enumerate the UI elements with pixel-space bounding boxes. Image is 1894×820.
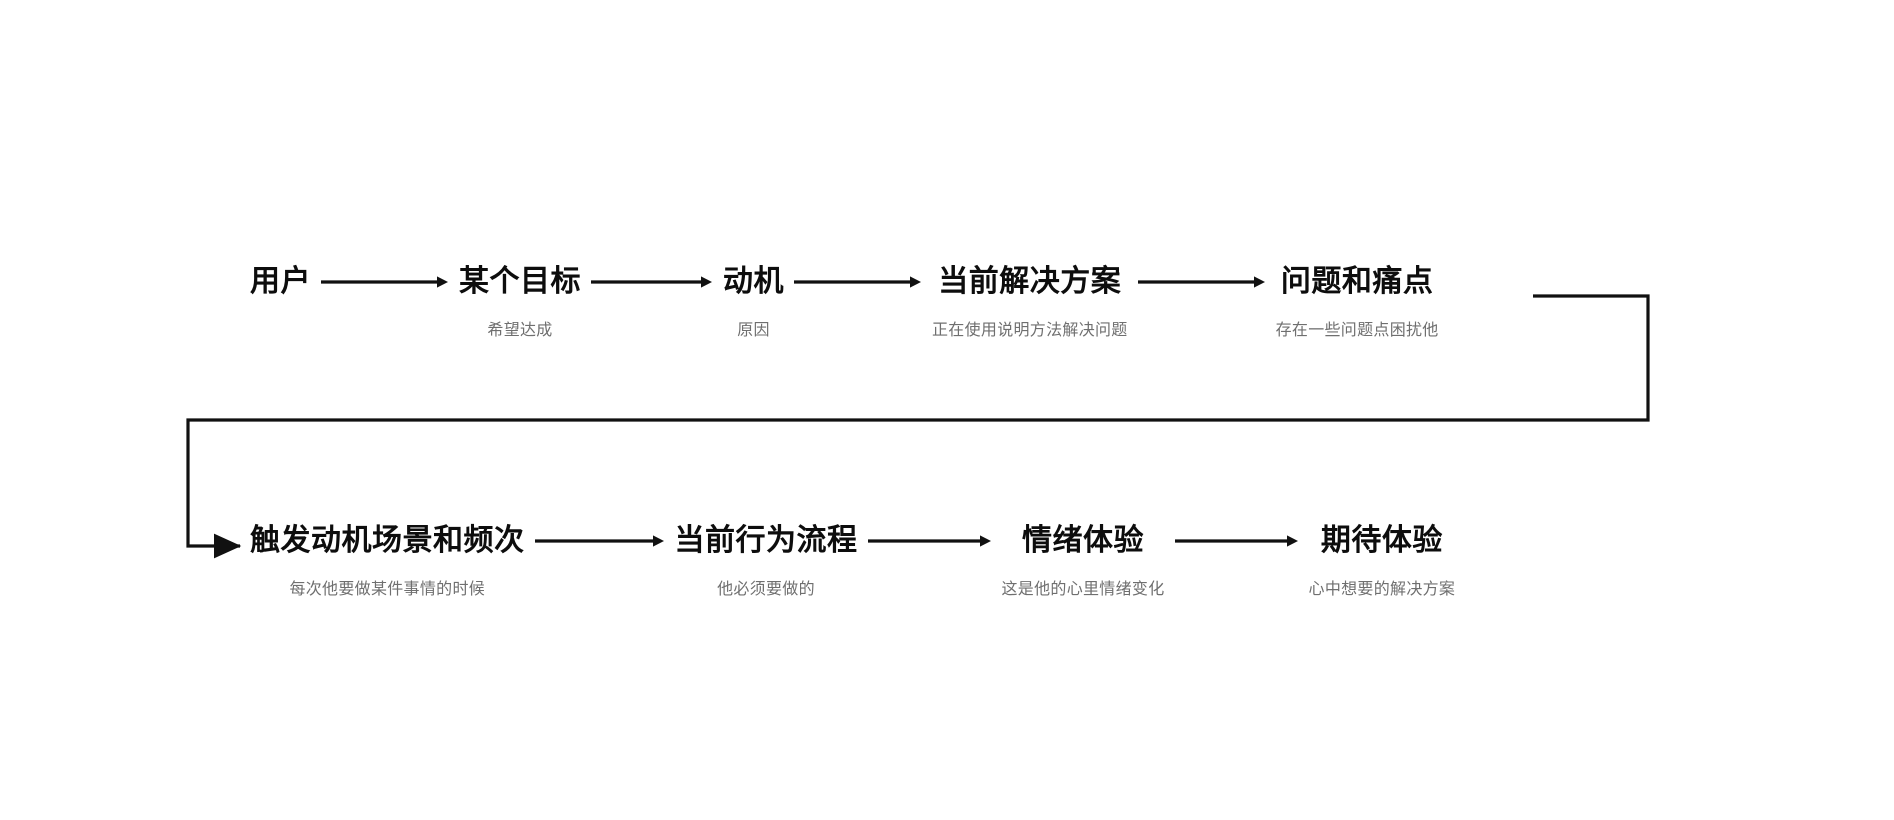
flow-row-top: 用户 某个目标 希望达成 动机 原因 — [250, 262, 1439, 342]
node-title: 期待体验 — [1320, 524, 1443, 557]
node-motivation[interactable]: 动机 原因 — [723, 262, 784, 342]
flow-row-bottom: 触发动机场景和频次 每次他要做某件事情的时候 当前行为流程 他必须要做的 情绪体… — [250, 521, 1455, 601]
node-problems-painpoints[interactable]: 问题和痛点 存在一些问题点困扰他 — [1276, 262, 1439, 342]
node-title: 触发动机场景和频次 — [250, 524, 525, 557]
node-current-behavior-flow[interactable]: 当前行为流程 他必须要做的 — [675, 521, 858, 601]
node-caption: 心中想要的解决方案 — [1308, 581, 1456, 598]
node-emotional-experience[interactable]: 情绪体验 这是他的心里情绪变化 — [1002, 521, 1165, 601]
arrow-right-icon — [1165, 521, 1309, 561]
arrow-right-icon — [525, 521, 675, 561]
node-title: 问题和痛点 — [1280, 265, 1434, 298]
node-caption: 正在使用说明方法解决问题 — [932, 322, 1128, 339]
node-title: 某个目标 — [459, 265, 581, 298]
node-trigger-scenario-frequency[interactable]: 触发动机场景和频次 每次他要做某件事情的时候 — [250, 521, 525, 601]
node-title: 当前行为流程 — [674, 524, 858, 557]
node-current-solution[interactable]: 当前解决方案 正在使用说明方法解决问题 — [932, 262, 1128, 342]
arrow-right-icon — [581, 262, 723, 302]
node-caption: 这是他的心里情绪变化 — [1001, 581, 1165, 598]
node-caption: 每次他要做某件事情的时候 — [289, 581, 486, 598]
arrow-right-icon — [858, 521, 1002, 561]
node-user[interactable]: 用户 — [250, 262, 311, 320]
arrow-right-icon — [1128, 262, 1276, 302]
node-title: 用户 — [250, 265, 311, 298]
arrow-right-icon — [311, 262, 459, 302]
node-caption: 原因 — [737, 322, 770, 339]
node-goal[interactable]: 某个目标 希望达成 — [459, 262, 581, 342]
node-expected-experience[interactable]: 期待体验 心中想要的解决方案 — [1309, 521, 1456, 601]
node-caption: 希望达成 — [487, 322, 553, 339]
node-title: 动机 — [723, 265, 784, 298]
node-title: 情绪体验 — [1022, 524, 1144, 557]
arrow-right-icon — [784, 262, 932, 302]
node-caption: 存在一些问题点困扰他 — [1275, 322, 1439, 339]
node-caption: 他必须要做的 — [717, 581, 815, 598]
node-title: 当前解决方案 — [938, 265, 1122, 298]
